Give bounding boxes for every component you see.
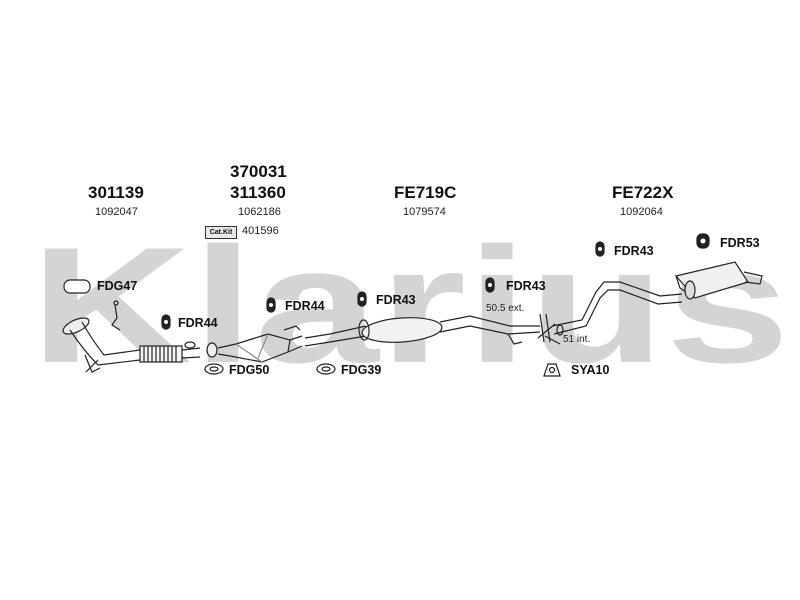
centre-silencer-drawing bbox=[304, 315, 541, 347]
catkit-badge: Cat.Kit bbox=[205, 226, 237, 239]
note-int: 51 int. bbox=[563, 334, 591, 345]
group1-code[interactable]: 301139 bbox=[88, 183, 144, 202]
note-ext: 50.5 ext. bbox=[486, 303, 525, 314]
gasket-icons bbox=[63, 279, 561, 377]
part-fdr44-b[interactable]: FDR44 bbox=[285, 299, 325, 313]
group2-code-2[interactable]: 311360 bbox=[230, 183, 286, 202]
group3-code[interactable]: FE719C bbox=[394, 183, 457, 202]
catalyst-drawing bbox=[184, 325, 303, 363]
part-fdg39[interactable]: FDG39 bbox=[341, 363, 382, 377]
group1-ref: 1092047 bbox=[95, 206, 138, 218]
part-fdr43-b[interactable]: FDR43 bbox=[506, 279, 546, 293]
group2-ref: 1062186 bbox=[238, 206, 281, 218]
group4-code[interactable]: FE722X bbox=[612, 183, 674, 202]
group3-ref: 1079574 bbox=[403, 206, 446, 218]
split-marker-drawing bbox=[537, 313, 561, 345]
part-fdr53[interactable]: FDR53 bbox=[720, 236, 760, 250]
part-fdr44-a[interactable]: FDR44 bbox=[178, 316, 218, 330]
front-pipe-drawing bbox=[62, 317, 201, 373]
fdg47-hanger-drawing bbox=[111, 300, 121, 331]
rear-silencer-drawing bbox=[551, 261, 763, 336]
watermark-text: Klarius bbox=[30, 213, 790, 397]
catkit-ref: 401596 bbox=[242, 225, 279, 237]
part-fdg47[interactable]: FDG47 bbox=[97, 279, 138, 293]
part-sya10[interactable]: SYA10 bbox=[571, 363, 610, 377]
group4-ref: 1092064 bbox=[620, 206, 663, 218]
part-fdr43-c[interactable]: FDR43 bbox=[614, 244, 654, 258]
group2-code-1[interactable]: 370031 bbox=[230, 162, 287, 181]
part-fdg50[interactable]: FDG50 bbox=[229, 363, 270, 377]
part-fdr43-a[interactable]: FDR43 bbox=[376, 293, 416, 307]
